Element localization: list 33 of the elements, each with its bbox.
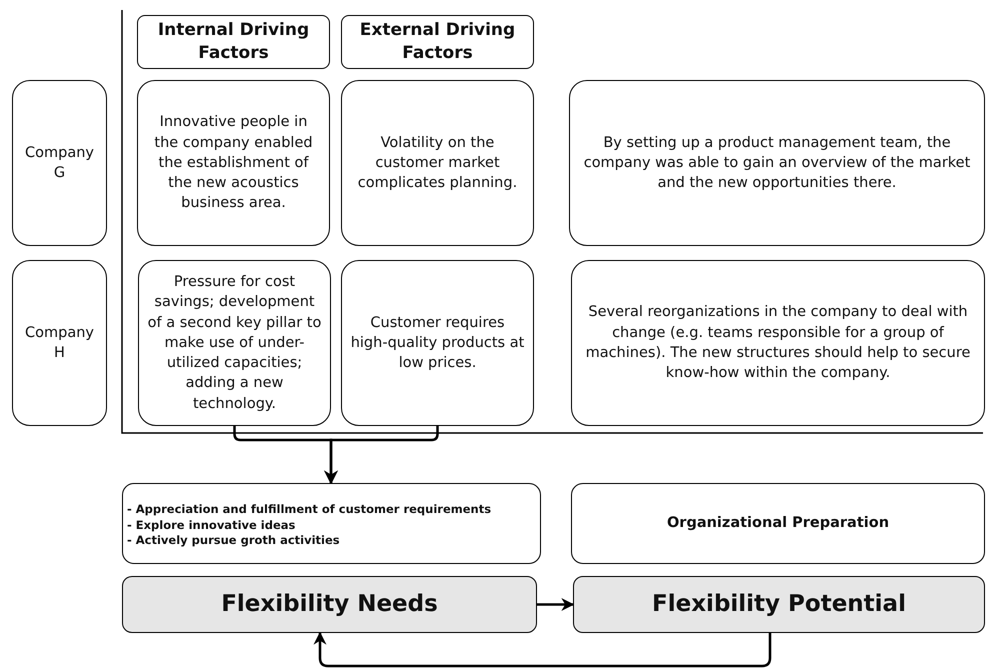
- requirements-box: [122, 483, 541, 564]
- node-text: External Driving Factors: [358, 19, 516, 65]
- arrow: [324, 426, 439, 484]
- node-text: Organizational Preparation: [666, 514, 890, 534]
- node-text: Pressure for cost savings; development of a second key pillar to make use of under-utilized capacities; adding a new technology.: [147, 272, 322, 414]
- node-text: Flexibility Potential: [652, 590, 906, 620]
- list-item: - Appreciation and fulfillment of customer requirements: [127, 502, 492, 518]
- column-header: [341, 15, 534, 69]
- node-text: Flexibility Needs: [221, 590, 438, 620]
- node-text: Several reorganizations in the company to deal with change (e.g. teams responsible for a group of machines). The new structures should help to secure know-how within the company.: [584, 303, 972, 384]
- text-box: [12, 80, 107, 246]
- text-box: [12, 260, 107, 426]
- text-box: [569, 80, 985, 246]
- process-box: [122, 576, 537, 633]
- node-text: Innovative people in the company enabled the establishment of the new acoustics business area.: [153, 113, 314, 214]
- text-box: [571, 260, 985, 426]
- text-box: [138, 260, 331, 426]
- list-item: - Actively pursue groth activities: [127, 533, 340, 549]
- node-text: Internal Driving Factors: [156, 19, 310, 65]
- text-box: [341, 80, 534, 246]
- list-item: - Explore innovative ideas: [127, 518, 296, 534]
- process-box: [571, 483, 985, 564]
- node-text: Customer requires high-quality products at low prices.: [350, 314, 525, 374]
- column-header: [137, 15, 330, 69]
- node-text: By setting up a product management team, the company was able to gain an overview of the market and the new opportunities there.: [582, 134, 972, 194]
- process-box: [573, 576, 985, 633]
- node-text: Company H: [24, 324, 95, 363]
- node-text: Company G: [24, 144, 95, 183]
- text-box: [137, 80, 330, 246]
- node-text: Volatility on the customer market complicates planning.: [356, 134, 518, 194]
- arrow: [537, 598, 574, 611]
- arrow: [314, 632, 772, 668]
- text-box: [341, 260, 534, 426]
